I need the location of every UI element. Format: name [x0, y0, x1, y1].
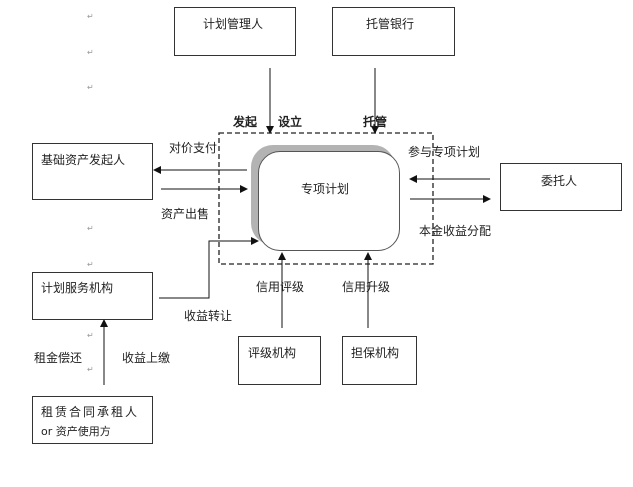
edge-label-consideration-payment: 对价支付 — [169, 141, 218, 155]
arrow-service-agency-to-plan — [159, 237, 259, 299]
edge-label-initiate: 发起 — [233, 115, 258, 129]
node-plan-service-agency-label: 计划服务机构 — [41, 281, 114, 295]
node-trustor: 委托人 — [500, 163, 622, 211]
node-custodian-bank-label: 托管银行 — [366, 17, 415, 31]
edge-label-principal-income-distribution: 本金收益分配 — [419, 224, 492, 238]
node-rating-agency-label: 评级机构 — [248, 346, 297, 360]
edge-label-credit-rating: 信用评级 — [256, 280, 305, 294]
node-asset-originator: 基础资产发起人 — [32, 143, 153, 200]
paragraph-mark: ↵ — [87, 260, 94, 269]
node-trustor-label: 委托人 — [541, 174, 578, 188]
node-guarantee-agency: 担保机构 — [342, 336, 417, 385]
node-plan-manager-label: 计划管理人 — [203, 17, 264, 31]
edge-label-rent-repayment: 租金偿还 — [34, 351, 83, 365]
edge-label-participate-plan: 参与专项计划 — [408, 145, 481, 159]
node-plan-service-agency: 计划服务机构 — [32, 272, 153, 320]
edge-label-custody: 托管 — [363, 115, 388, 129]
node-custodian-bank: 托管银行 — [332, 7, 455, 56]
paragraph-mark: ↵ — [87, 12, 94, 21]
node-lessee-label-2: or 资产使用方 — [41, 425, 111, 438]
paragraph-mark: ↵ — [87, 83, 94, 92]
node-lessee: 租赁合同承租人 or 资产使用方 — [32, 396, 153, 444]
node-plan-manager: 计划管理人 — [174, 7, 296, 56]
edge-label-credit-enhancement: 信用升级 — [342, 280, 391, 294]
node-asset-originator-label: 基础资产发起人 — [41, 153, 126, 167]
edge-label-income-remittance: 收益上缴 — [122, 351, 171, 365]
paragraph-mark: ↵ — [87, 224, 94, 233]
paragraph-mark: ↵ — [87, 365, 94, 374]
plan-boundary — [218, 132, 434, 265]
paragraph-mark: ↵ — [87, 48, 94, 57]
node-guarantee-agency-label: 担保机构 — [351, 346, 400, 360]
node-lessee-label-1: 租赁合同承租人 — [41, 405, 140, 419]
edge-label-income-transfer: 收益转让 — [184, 309, 233, 323]
node-rating-agency: 评级机构 — [238, 336, 321, 385]
node-special-plan — [258, 151, 400, 251]
edge-label-establish: 设立 — [278, 115, 303, 129]
edge-label-asset-sale: 资产出售 — [161, 207, 210, 221]
paragraph-mark: ↵ — [87, 331, 94, 340]
node-special-plan-label: 专项计划 — [301, 182, 350, 196]
